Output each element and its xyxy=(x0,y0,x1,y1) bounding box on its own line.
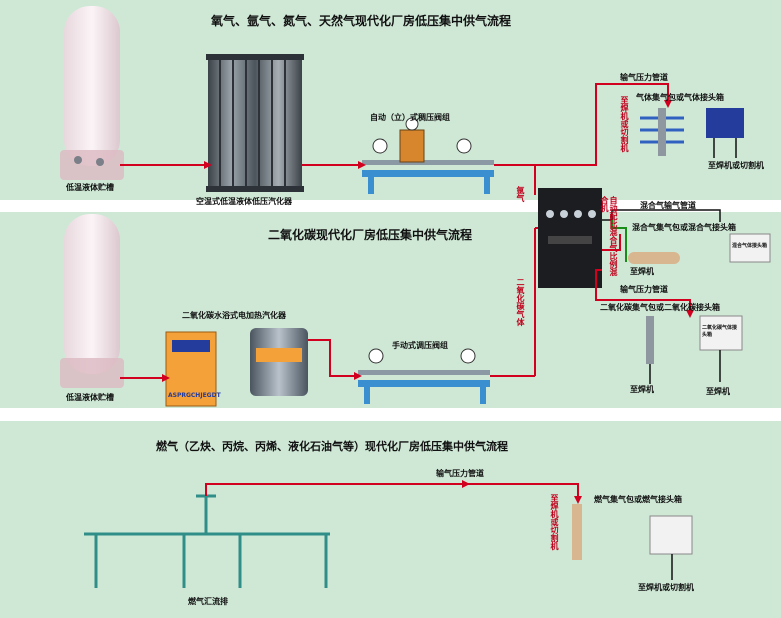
co2-gas-label: 二氧化碳气体 xyxy=(516,278,525,326)
tank-label-2: 低温液体贮槽 xyxy=(66,393,114,402)
manual-regulator-set xyxy=(358,348,490,404)
mix-terminal-label: 混合气集气包或混合气接头箱 xyxy=(632,223,736,232)
terminal-label-1: 气体集气包或气体接头箱 xyxy=(636,93,724,102)
pipe-section-2 xyxy=(120,339,535,379)
regulator-label-2: 手动式调压阀组 xyxy=(392,341,448,350)
auto-regulator-set xyxy=(362,117,494,194)
co2-left-welder-label: 至焊机 xyxy=(630,385,654,394)
mix-box-text: 混合气体接头箱 xyxy=(732,243,768,249)
pipe-label-1: 输气压力管道 xyxy=(620,73,668,82)
mix-welder-label: 至焊机 xyxy=(630,267,654,276)
fuel-gas-manifold xyxy=(84,494,330,588)
terminal-sub-label-1: 至焊机或切割机 xyxy=(620,96,629,152)
manifold-label: 燃气汇流排 xyxy=(188,597,228,606)
air-vaporizer xyxy=(206,54,304,192)
fuel-terminal xyxy=(572,504,693,580)
gas-mixer-cabinet xyxy=(538,188,602,288)
welder-label-1: 至焊机或切割机 xyxy=(708,161,764,170)
section-2-title: 二氧化碳现代化厂房低压集中供气流程 xyxy=(268,228,473,242)
pipe-mixer-links xyxy=(534,227,691,376)
co2-terminal xyxy=(646,315,743,384)
regulator-label-1: 自动（立）式稠压阀组 xyxy=(370,113,450,122)
pipe-arrows-2 xyxy=(162,310,694,382)
panel-co2 xyxy=(0,212,781,408)
section-1-title: 氧气、氩气、氮气、天然气现代化厂房低压集中供气流程 xyxy=(211,14,512,28)
pipe-mix-green xyxy=(611,220,627,262)
pipe-label-3: 输气压力管道 xyxy=(436,469,484,478)
liquid-tank-1 xyxy=(60,6,124,180)
tank-label-1: 低温液体贮槽 xyxy=(66,183,114,192)
vaporizer-label: 空温式低温液体低压汽化器 xyxy=(196,197,292,206)
co2-terminal-label: 二氧化碳集气包或二氧化碳接头箱 xyxy=(600,303,720,312)
fuel-welder-label: 至焊机或切割机 xyxy=(638,583,694,592)
heater-label: 二氧化碳水浴式电加热汽化器 xyxy=(182,311,286,320)
co2-welder-label: 至焊机 xyxy=(706,387,730,396)
fuel-left-welder-label: 至焊机或切割机 xyxy=(550,494,559,550)
pipe-section-3 xyxy=(205,483,579,500)
liquid-tank-2 xyxy=(60,214,124,388)
heater-panel-text: ASPRGCHJEGDT xyxy=(168,392,221,399)
mix-terminal xyxy=(628,233,771,264)
pipe-mix-black xyxy=(602,209,721,222)
co2-pipe-label: 输气压力管道 xyxy=(620,285,668,294)
pipe-arrows-1 xyxy=(204,100,672,169)
argon-label: 氩气 xyxy=(516,186,525,202)
section-3-title: 燃气（乙炔、丙烷、丙烯、液化石油气等）现代化厂房低压集中供气流程 xyxy=(156,440,508,453)
co2-box-text: 二氧化碳气体接头箱 xyxy=(702,325,738,338)
co2-heater xyxy=(165,328,308,407)
mix-pipe-label: 混合气输气管道 xyxy=(640,201,696,210)
pipe-section-1 xyxy=(120,83,669,195)
panel-oxygen-argon xyxy=(0,0,781,200)
mixer-label: 自动配比混合气比例混合机 xyxy=(600,196,618,276)
fuel-terminal-label: 燃气集气包或燃气接头箱 xyxy=(594,495,682,504)
pipe-arrows-3 xyxy=(462,480,582,504)
gas-manifold-terminal-1 xyxy=(640,108,744,158)
